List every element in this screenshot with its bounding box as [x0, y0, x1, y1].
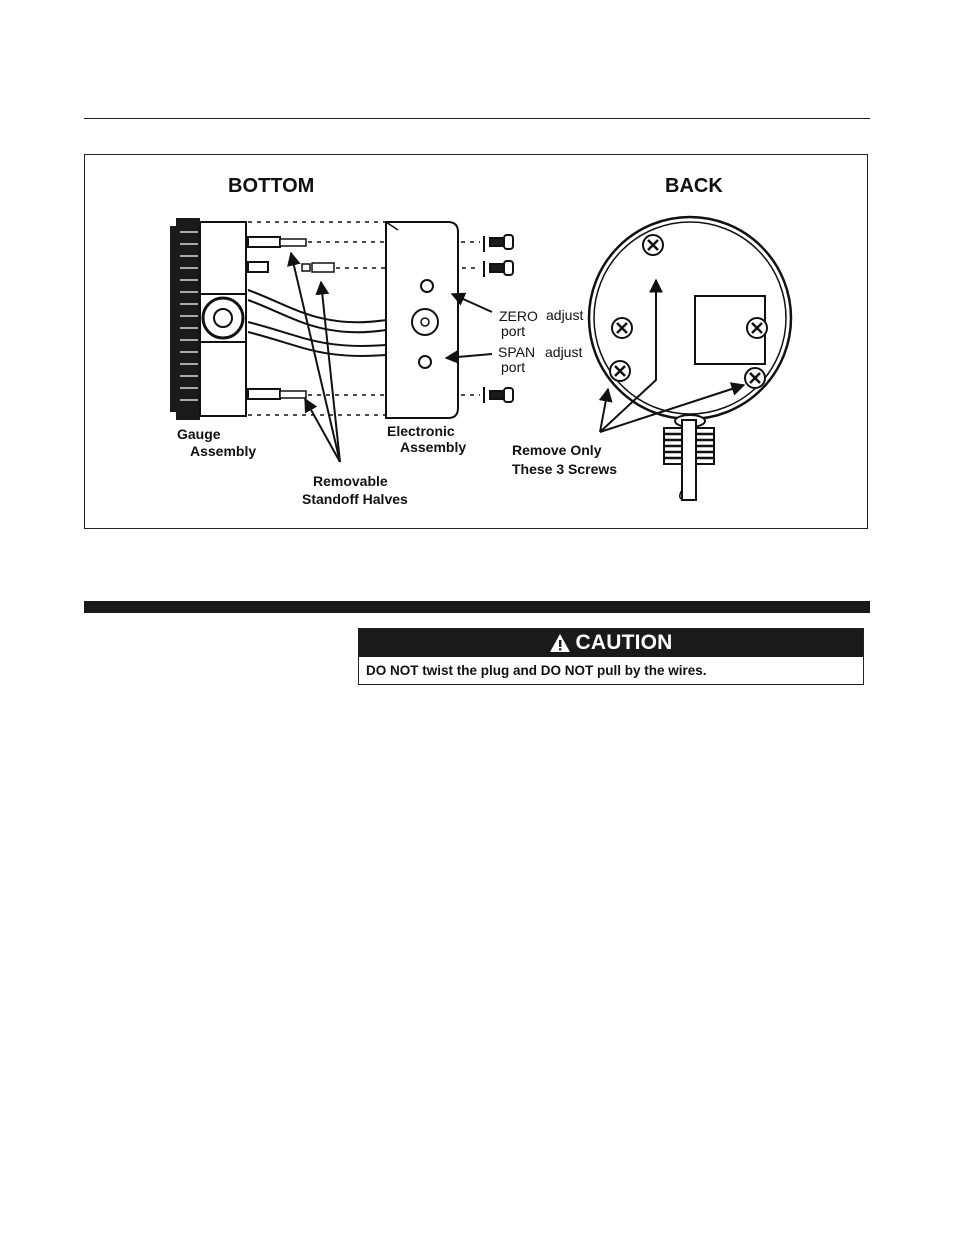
gauge-assembly: [170, 218, 335, 420]
bottom-view-title: BOTTOM: [228, 175, 314, 197]
standoff-label-line1: Removable: [313, 473, 388, 489]
warning-triangle-icon: [550, 634, 571, 652]
caution-title: CAUTION: [575, 631, 673, 654]
standoff-label-line2: Standoff Halves: [302, 491, 408, 507]
caution-text: DO NOT twist the plug and DO NOT pull by…: [366, 663, 707, 678]
electronic-label-line2: Assembly: [400, 439, 466, 455]
screws-label-line2: These 3 Screws: [512, 461, 617, 477]
back-view-title: BACK: [665, 175, 723, 197]
electronic-label-line1: Electronic: [387, 423, 455, 439]
electronic-assembly: [385, 221, 459, 419]
gauge-label-line1: Gauge: [177, 426, 221, 442]
assembly-diagram: BOTTOM BACK Gauge Assembly Electronic As…: [170, 175, 793, 507]
span-port-word: SPAN: [498, 344, 535, 360]
caution-header: CAUTION: [359, 629, 863, 657]
figure-frame: [84, 154, 868, 529]
caution-box: CAUTION DO NOT twist the plug and DO NOT…: [358, 628, 864, 685]
mounting-screws: [483, 234, 514, 403]
screws-label-line1: Remove Only: [512, 442, 602, 458]
zero-port-port: port: [501, 323, 525, 339]
zero-port-word: ZERO: [499, 308, 538, 324]
header-rule: [84, 118, 870, 119]
section-divider-bar: [84, 601, 870, 613]
gauge-label-line2: Assembly: [190, 443, 256, 459]
zero-port-adjust: adjust: [546, 307, 583, 323]
gauge-back: [587, 215, 793, 501]
span-port-port: port: [501, 359, 525, 375]
span-port-adjust: adjust: [545, 344, 582, 360]
